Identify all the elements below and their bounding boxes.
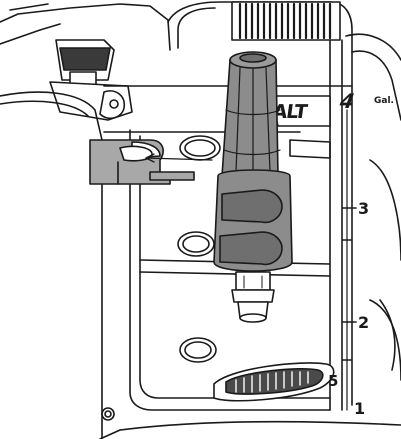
body-bosses bbox=[177, 135, 221, 363]
handle-grip bbox=[231, 1, 341, 41]
scale-mark-2: 2 bbox=[358, 313, 369, 332]
latch bbox=[49, 39, 133, 121]
side-mark-5: 5 bbox=[328, 372, 338, 390]
capacity-unit-label: Gal. bbox=[374, 96, 394, 106]
capacity-scale: 4 Gal. 3 2 1 5 bbox=[328, 89, 394, 418]
vent-grille bbox=[213, 362, 335, 402]
scale-mark-1: 1 bbox=[354, 399, 365, 418]
wheel bbox=[369, 159, 401, 381]
nozzle-holder bbox=[89, 139, 195, 185]
scale-mark-3: 3 bbox=[358, 199, 369, 218]
screw bbox=[101, 407, 115, 421]
insert-arrow-icon bbox=[145, 153, 213, 163]
upper-housing bbox=[0, 1, 401, 121]
scale-mark-4: 4 bbox=[337, 89, 356, 113]
hose-nozzle bbox=[213, 51, 293, 323]
